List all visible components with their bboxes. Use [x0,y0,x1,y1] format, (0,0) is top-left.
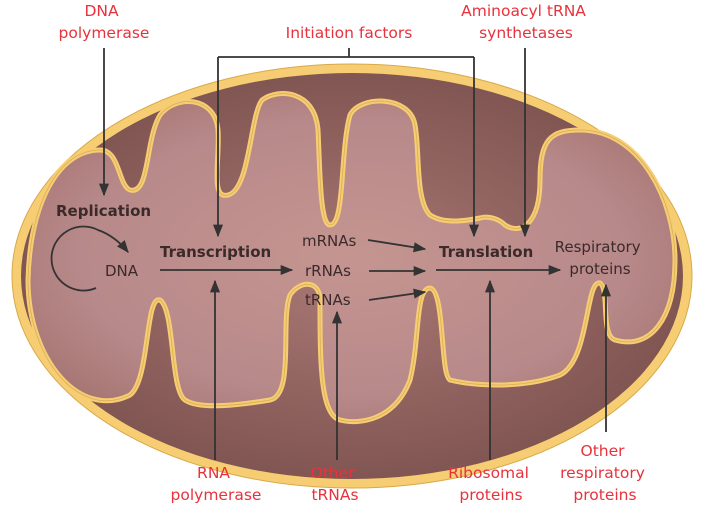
label-line: tRNAs [311,486,358,504]
label-line: polymerase [59,24,150,42]
mrnas-to-translation-arrow [367,239,427,253]
label-initiation-factors: Initiation factors [286,24,413,42]
label-line: proteins [459,486,522,504]
trnas-to-translation-arrow [368,288,427,301]
process-translation: Translation [439,243,533,261]
label-line: synthetases [479,24,573,42]
label-line: DNA [84,2,119,20]
molecule-dna: DNA [105,262,139,280]
label-ribosomal-proteins: Ribosomal proteins [448,464,534,504]
label-other-trnas: Other tRNAs [311,464,360,504]
molecule-trnas: tRNAs [305,291,351,309]
label-rna-polymerase: RNA polymerase [171,464,262,504]
molecule-rrnas: rRNAs [305,262,351,280]
inner-membrane-edge [27,93,676,422]
label-other-respiratory-proteins: Other respiratory proteins [560,442,650,504]
label-line: Other [581,442,626,460]
label-dna-polymerase: DNA polymerase [59,2,150,42]
label-line: Ribosomal [448,464,529,482]
label-line: Initiation factors [286,24,413,42]
label-aminoacyl-trna-synthetases: Aminoacyl tRNA synthetases [461,2,591,42]
replication-cycle-arrow [50,225,129,292]
label-line: respiratory [560,464,645,482]
label-line: RNA [197,464,230,482]
label-line: proteins [569,260,630,278]
molecule-mrnas: mRNAs [302,232,357,250]
label-line: proteins [573,486,636,504]
molecule-respiratory-proteins: Respiratory proteins [555,238,646,278]
label-line: Other [311,464,356,482]
label-line: polymerase [171,486,262,504]
process-replication: Replication [56,202,151,220]
label-line: Respiratory [555,238,641,256]
process-transcription: Transcription [160,243,271,261]
label-line: Aminoacyl tRNA [461,2,586,20]
